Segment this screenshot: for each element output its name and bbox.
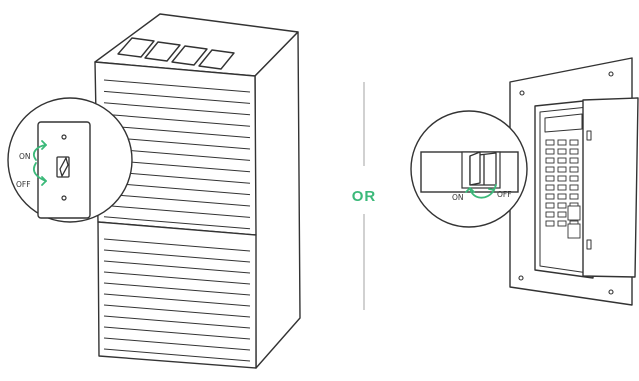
breaker-slot xyxy=(569,166,579,173)
furnace-louvers xyxy=(103,79,251,362)
panel-breakers xyxy=(545,139,581,239)
louver-line xyxy=(103,238,251,252)
breaker-slot xyxy=(557,175,567,182)
louver-line xyxy=(103,193,251,207)
breaker-slot xyxy=(557,193,567,200)
breaker-slot xyxy=(569,193,579,200)
furnace-top-vents xyxy=(117,37,235,70)
plate-screw-top xyxy=(61,134,67,140)
breaker-slot xyxy=(545,211,555,218)
breaker-off-label: OFF xyxy=(497,190,512,199)
breaker-slot xyxy=(557,157,567,164)
louver-line xyxy=(103,271,251,285)
circuit-breaker-icon xyxy=(469,151,497,186)
switch-off-label: OFF xyxy=(16,180,31,189)
breaker-slot xyxy=(545,175,555,182)
breaker-slot xyxy=(545,202,555,209)
louver-line xyxy=(103,125,251,139)
breaker-slot xyxy=(545,148,555,155)
louver-line xyxy=(103,216,251,230)
louver-line xyxy=(103,113,251,127)
furnace-side xyxy=(254,31,301,369)
breaker-slot xyxy=(557,166,567,173)
louver-line xyxy=(103,260,251,274)
louver-line xyxy=(103,182,251,196)
louver-line xyxy=(103,204,251,218)
breaker-double xyxy=(567,205,581,221)
breaker-slot xyxy=(557,184,567,191)
louver-line xyxy=(103,337,251,351)
breaker-slot xyxy=(545,193,555,200)
furnace-front-lower-panel xyxy=(97,221,257,369)
breaker-slot xyxy=(545,139,555,146)
breaker-slot xyxy=(569,184,579,191)
switch-on-label: ON xyxy=(19,152,31,161)
louver-line xyxy=(103,102,251,116)
breaker-slot xyxy=(545,220,555,227)
breaker-slot xyxy=(569,157,579,164)
plate-screw-bottom xyxy=(61,195,67,201)
breaker-slot xyxy=(557,211,567,218)
breaker-slot xyxy=(569,148,579,155)
louver-line xyxy=(103,304,251,318)
louver-line xyxy=(103,348,251,362)
or-separator-text: OR xyxy=(352,188,377,205)
louver-line xyxy=(103,282,251,296)
toggle-arrow-icon xyxy=(33,140,47,186)
panel-label-window xyxy=(544,113,583,133)
light-switch-icon xyxy=(56,156,70,178)
furnace-unit xyxy=(94,13,301,369)
breaker-detail-callout: ON OFF xyxy=(410,110,528,228)
breaker-double xyxy=(567,223,581,239)
toggle-arrow-icon xyxy=(465,184,497,199)
breaker-slot xyxy=(569,139,579,146)
breaker-on-label: ON xyxy=(452,193,464,202)
electrical-panel xyxy=(509,57,639,306)
louver-line xyxy=(103,326,251,340)
breaker-slot xyxy=(569,175,579,182)
breaker-slot xyxy=(545,157,555,164)
breaker-slot xyxy=(557,148,567,155)
louver-line xyxy=(103,315,251,329)
breaker-slot xyxy=(557,202,567,209)
panel-door xyxy=(582,97,639,278)
breaker-slot xyxy=(557,139,567,146)
louver-line xyxy=(103,249,251,263)
switch-detail-callout: ON OFF xyxy=(7,97,133,223)
louver-line xyxy=(103,293,251,307)
breaker-slot xyxy=(557,220,567,227)
breaker-slot xyxy=(545,184,555,191)
louver-line xyxy=(103,79,251,93)
breaker-slot xyxy=(545,166,555,173)
louver-line xyxy=(103,90,251,104)
